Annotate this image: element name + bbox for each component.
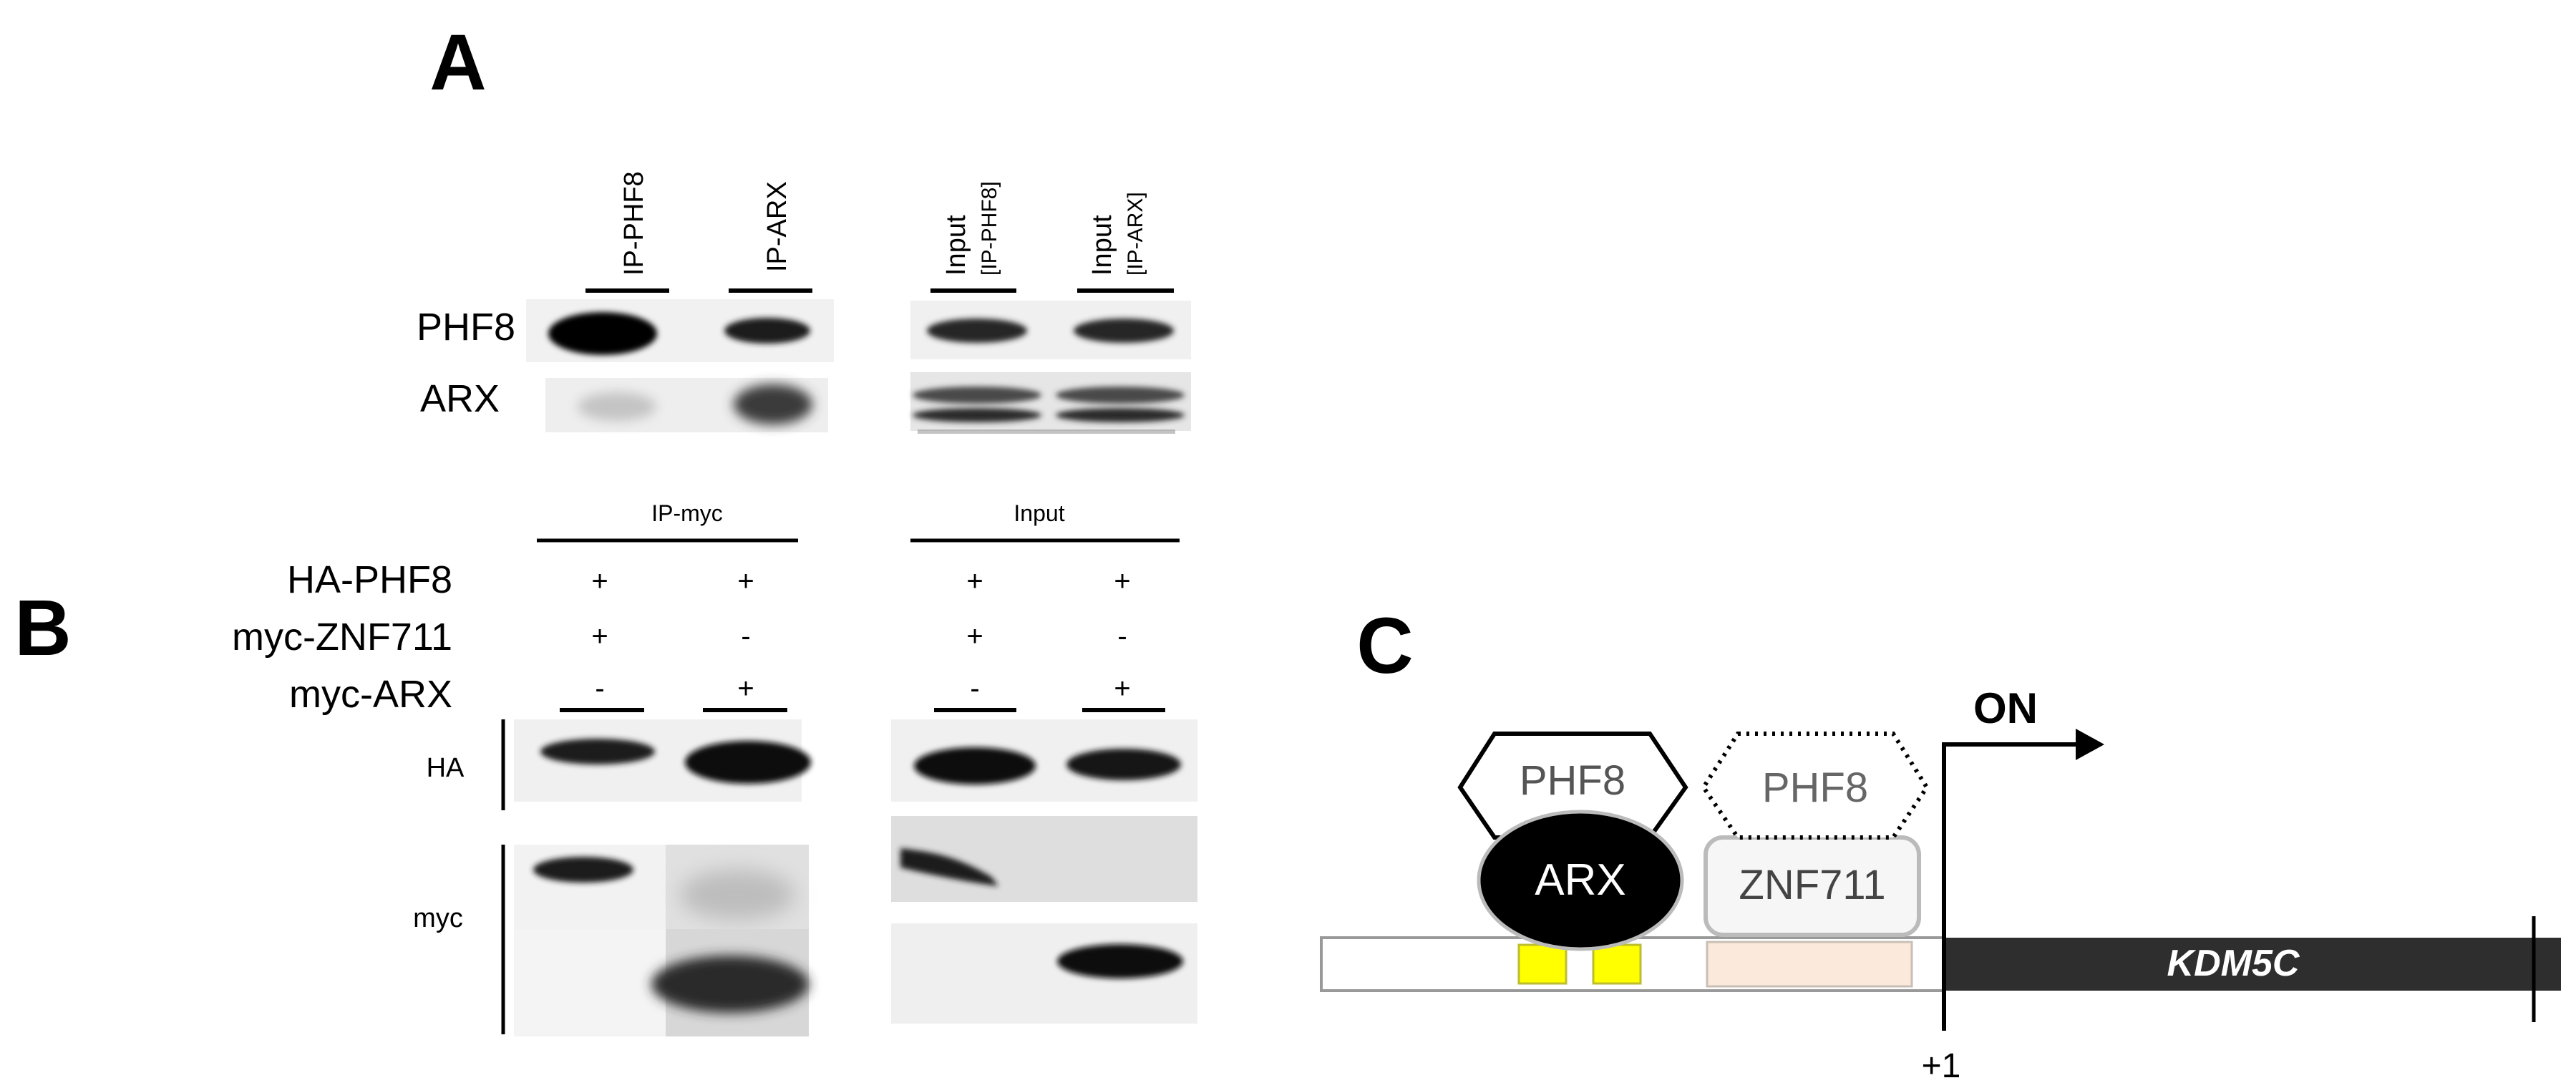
panel-b: B IP-myc Input HA-PHF8 myc-ZNF711 myc-AR… — [14, 500, 1197, 1036]
sign: - — [595, 673, 604, 704]
activity-label: ON — [1973, 684, 2038, 732]
sign: + — [737, 565, 754, 597]
phf8-label: PHF8 — [1520, 757, 1625, 804]
group-label-input: Input — [1014, 500, 1064, 526]
znf711-binding-region — [1706, 941, 1913, 988]
sign: - — [1117, 621, 1127, 652]
blot-b-myc-ip-lower — [514, 929, 809, 1036]
blot-b-myc-ip-upper — [514, 845, 809, 931]
blot-b-ha-input — [891, 719, 1197, 802]
panel-b-letter: B — [14, 584, 71, 672]
sign: - — [970, 673, 979, 704]
column-label-input-1-sub: [IP-PHF8] — [978, 181, 1001, 276]
gene-label: KDM5C — [2167, 943, 2300, 984]
sign: + — [591, 565, 608, 597]
column-label-input-2-sub: [IP-ARX] — [1124, 192, 1147, 276]
blot-a-phf8-ip — [526, 299, 834, 362]
blot-a-phf8-input — [910, 301, 1191, 359]
condition-label-ha-phf8: HA-PHF8 — [287, 558, 452, 601]
blot-a-arx-ip — [545, 378, 828, 432]
panel-a-letter: A — [429, 19, 486, 107]
sign: - — [741, 621, 750, 652]
znf711-label: ZNF711 — [1739, 862, 1885, 908]
sign: + — [737, 673, 754, 704]
tss-label: +1 — [1922, 1047, 1961, 1085]
blot-label-myc: myc — [413, 903, 463, 933]
phf8-dotted-protein — [1701, 732, 1930, 840]
column-label-input-2: Input — [1087, 215, 1117, 276]
row-label-arx: ARX — [420, 377, 500, 420]
transcription-arrow — [1942, 742, 2079, 1031]
blot-b-ha-ip — [514, 719, 811, 802]
condition-label-myc-znf711: myc-ZNF711 — [232, 616, 452, 659]
sign: + — [1114, 673, 1130, 704]
arx-protein — [1477, 810, 1684, 951]
panel-c: C KDM5C ZNF711 PHF8 PHF8 ARX ON +1 — [1320, 602, 2561, 1085]
arx-binding-motif — [1592, 943, 1642, 985]
sign: + — [966, 565, 983, 597]
arx-binding-motif — [1517, 943, 1568, 985]
gene-body — [1944, 938, 2561, 991]
sign: + — [591, 621, 608, 652]
sign-grid: + + + + + - + - - + - + — [591, 565, 1130, 704]
panel-a: A IP-PHF8 IP-ARX Input [IP-PHF8] Input [… — [417, 19, 1191, 434]
blot-b-myc-input-upper — [891, 816, 1197, 902]
arx-label: ARX — [1535, 855, 1625, 905]
condition-label-myc-arx: myc-ARX — [289, 673, 452, 716]
blot-label-ha: HA — [427, 753, 465, 783]
group-label-ip-myc: IP-myc — [651, 500, 723, 526]
phf8-dotted-label: PHF8 — [1762, 764, 1868, 811]
sign: + — [966, 621, 983, 652]
blot-a-arx-input — [910, 372, 1191, 434]
arrow-head-icon — [2076, 729, 2104, 760]
blot-b-myc-input-lower — [891, 923, 1197, 1024]
column-label-input-1: Input — [941, 215, 971, 276]
panel-c-letter: C — [1356, 602, 1413, 690]
sign: + — [1114, 565, 1130, 597]
row-label-phf8: PHF8 — [417, 306, 515, 349]
column-label-ip-arx: IP-ARX — [762, 181, 792, 272]
column-label-ip-phf8: IP-PHF8 — [619, 171, 649, 276]
